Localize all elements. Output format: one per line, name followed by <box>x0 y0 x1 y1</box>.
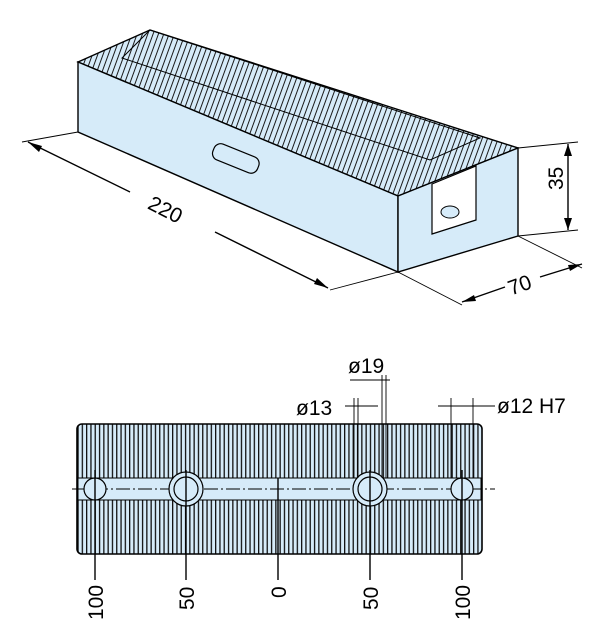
height-dimension: 35 <box>517 141 579 237</box>
pos-label-100-left: 100 <box>85 585 108 620</box>
top-view: ø19 ø13 ø12 H7 100 50 0 50 100 <box>72 355 566 620</box>
erowa-logo <box>211 143 260 174</box>
dia19-label: ø19 <box>348 355 384 378</box>
dia13-label: ø13 <box>296 397 332 420</box>
pos-label-100-right: 100 <box>452 585 475 620</box>
dia12-h7-label: ø12 H7 <box>497 395 566 418</box>
end-slot <box>431 165 477 235</box>
pos-label-0: 0 <box>268 586 291 598</box>
width-label: 70 <box>505 271 535 301</box>
width-dimension: 70 <box>397 235 583 306</box>
iso-block <box>76 29 521 274</box>
height-label: 35 <box>545 167 568 190</box>
pos-label-50-right: 50 <box>360 587 383 610</box>
pos-label-50-left: 50 <box>176 587 199 610</box>
length-label: 220 <box>144 192 186 228</box>
center-slot <box>121 29 482 161</box>
